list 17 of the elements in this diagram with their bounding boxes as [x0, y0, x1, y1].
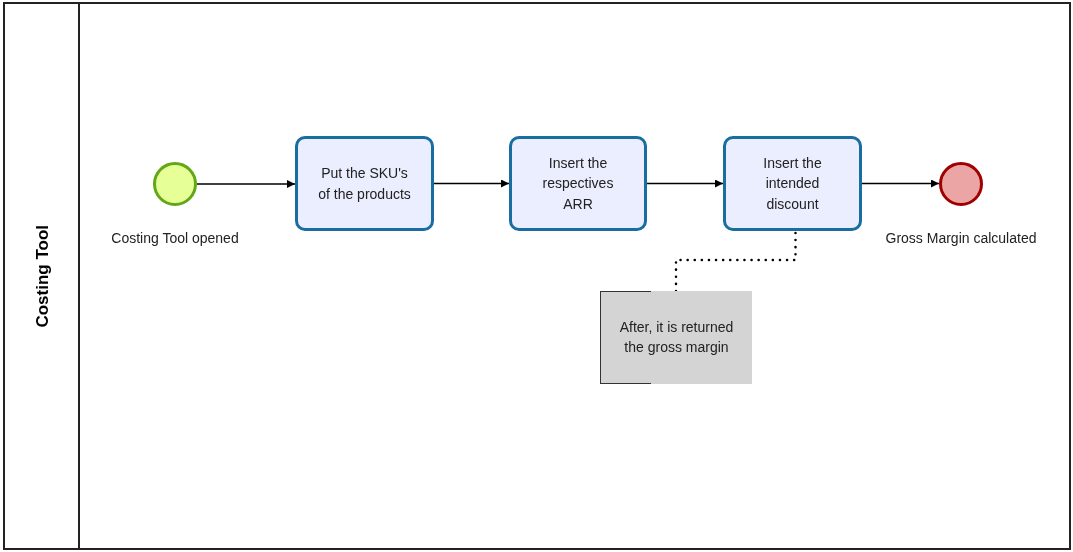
text-annotation — [600, 291, 752, 384]
task-label: Insert the respectives ARR — [541, 154, 615, 214]
sequence-flow-arrow — [196, 180, 296, 188]
task-box — [295, 136, 434, 231]
sequence-flow-arrow — [861, 179, 940, 188]
task-box — [509, 136, 647, 231]
event-label: Gross Margin calculated — [884, 229, 1038, 248]
task-label: Insert the intended discount — [762, 154, 823, 214]
sequence-flow-arrow — [646, 179, 724, 188]
annotation-text: After, it is returned the gross margin — [618, 317, 735, 357]
task-label: Put the SKU's of the products — [318, 164, 411, 204]
association-line — [674, 229, 797, 293]
sequence-flow-arrow — [433, 179, 510, 188]
pool-title: Costing Tool — [31, 224, 53, 328]
event-label: Costing Tool opened — [110, 229, 240, 248]
task-box — [723, 136, 862, 231]
swimlane-pool — [3, 2, 1071, 550]
